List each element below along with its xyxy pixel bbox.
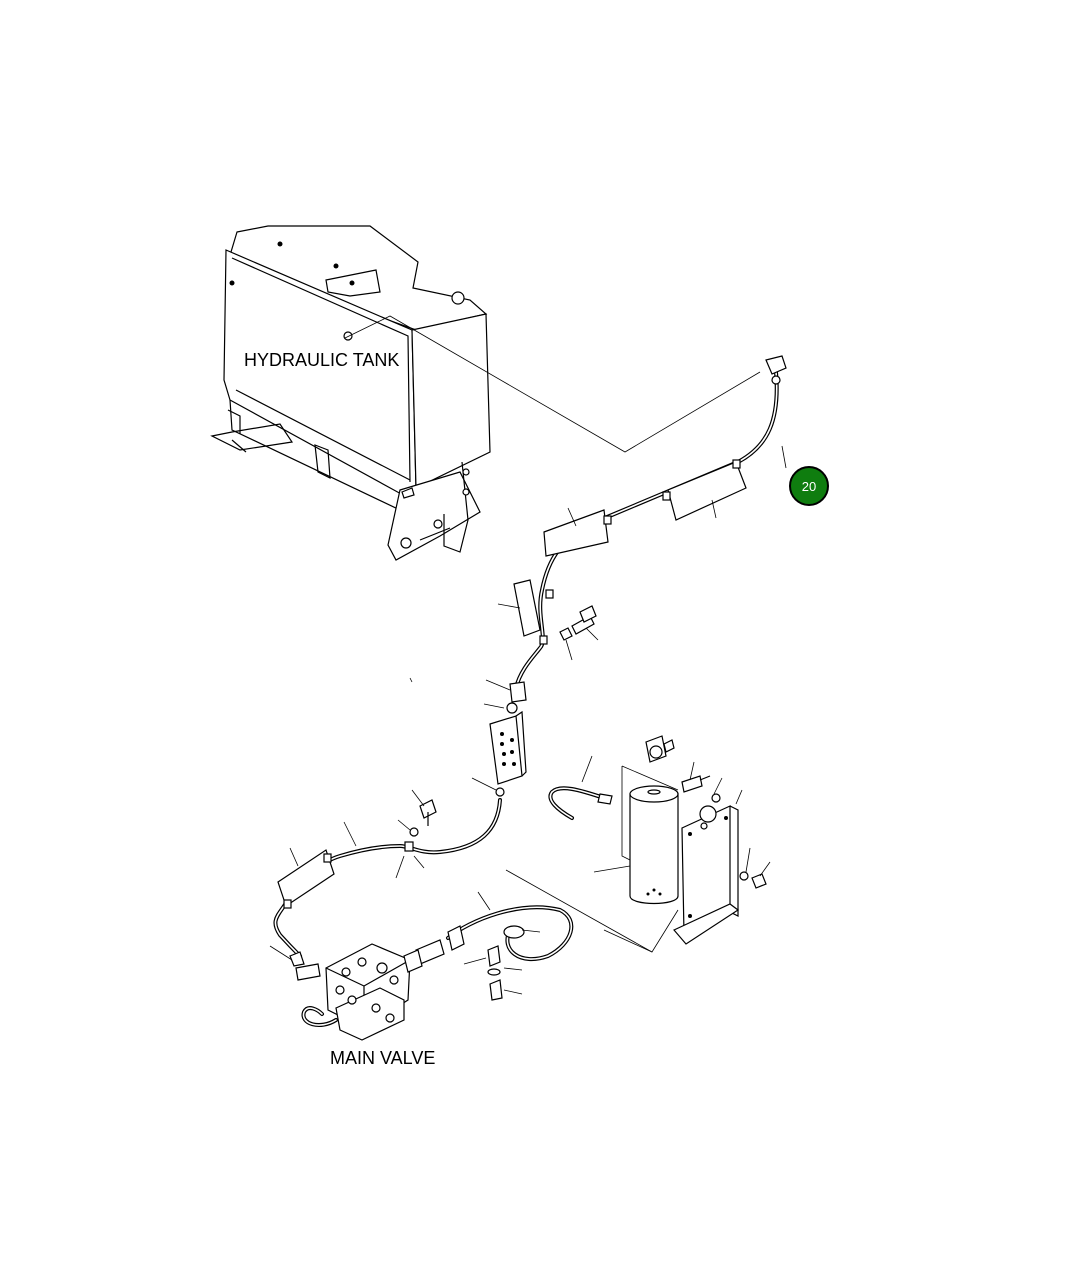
small-hose	[548, 786, 613, 820]
fitting-hardware	[487, 945, 503, 1001]
main-valve-label: MAIN VALVE	[330, 1048, 436, 1068]
suction-hose	[415, 869, 653, 965]
mounting-bracket	[673, 805, 740, 945]
bolt-assembly-upper	[559, 605, 597, 641]
hydraulic-tank-label: HYDRAULIC TANK	[244, 350, 400, 370]
upper-hose	[506, 355, 787, 714]
charging-valve	[645, 735, 675, 763]
lower-hose	[273, 798, 502, 967]
accumulator	[603, 765, 679, 953]
callout-number: 20	[801, 478, 817, 494]
tank-leader-line	[344, 315, 761, 453]
main-valve	[295, 943, 423, 1041]
hydraulic-tank	[210, 225, 491, 561]
leader-lines	[269, 445, 787, 995]
manifold-block	[489, 710, 527, 797]
bracket-hardware	[681, 775, 767, 889]
bolt-assembly-lower	[409, 799, 437, 837]
callout-20-button[interactable]: 20	[789, 466, 829, 506]
